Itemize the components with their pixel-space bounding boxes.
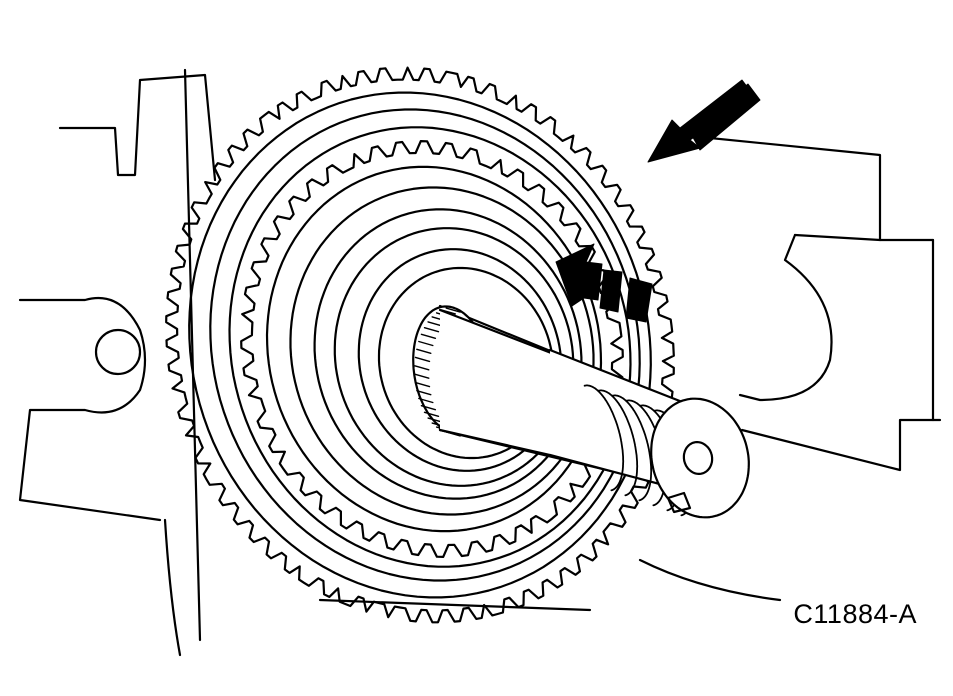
hub-ring (289, 186, 595, 516)
thread-ridge (583, 384, 625, 492)
outer-gear-root (188, 91, 652, 599)
spline-tooth (427, 417, 443, 423)
spline-tooth (418, 340, 434, 347)
outer-gear-teeth (165, 66, 675, 624)
figure-code: C11884-A (793, 599, 917, 629)
thread-ridge (597, 389, 639, 497)
gear-face-rings (209, 108, 641, 582)
inner-ring-gear (240, 140, 624, 558)
spline-tooth (420, 333, 437, 339)
spline-tooth (445, 307, 461, 313)
spline-tooth (427, 321, 443, 327)
outer-ring-gear (165, 66, 675, 624)
shaft-end-face (650, 397, 750, 519)
output-shaft (412, 304, 750, 519)
shaft-center-hole (682, 441, 714, 475)
spline-tooth (414, 365, 430, 371)
spline-tooth (418, 397, 434, 404)
spline-tooth (420, 405, 437, 411)
gear-face-ring (228, 126, 632, 568)
spline-tooth (414, 381, 431, 388)
spline-tooth (423, 327, 440, 333)
inner-gear-root (265, 165, 603, 533)
inner-gear-teeth (240, 140, 624, 558)
solid-arrow-icon (647, 79, 761, 163)
gear-face-ring (209, 108, 641, 582)
housing-outline (18, 68, 942, 657)
spline-tooth (414, 356, 431, 363)
shaft-keyway (666, 491, 692, 514)
spline-tooth (423, 411, 440, 417)
thread-ridge (611, 394, 653, 502)
dashed-arrow-icon (555, 243, 653, 323)
spline-tooth (416, 390, 432, 396)
spline-tooth (416, 348, 432, 354)
spline-tooth (414, 373, 430, 379)
